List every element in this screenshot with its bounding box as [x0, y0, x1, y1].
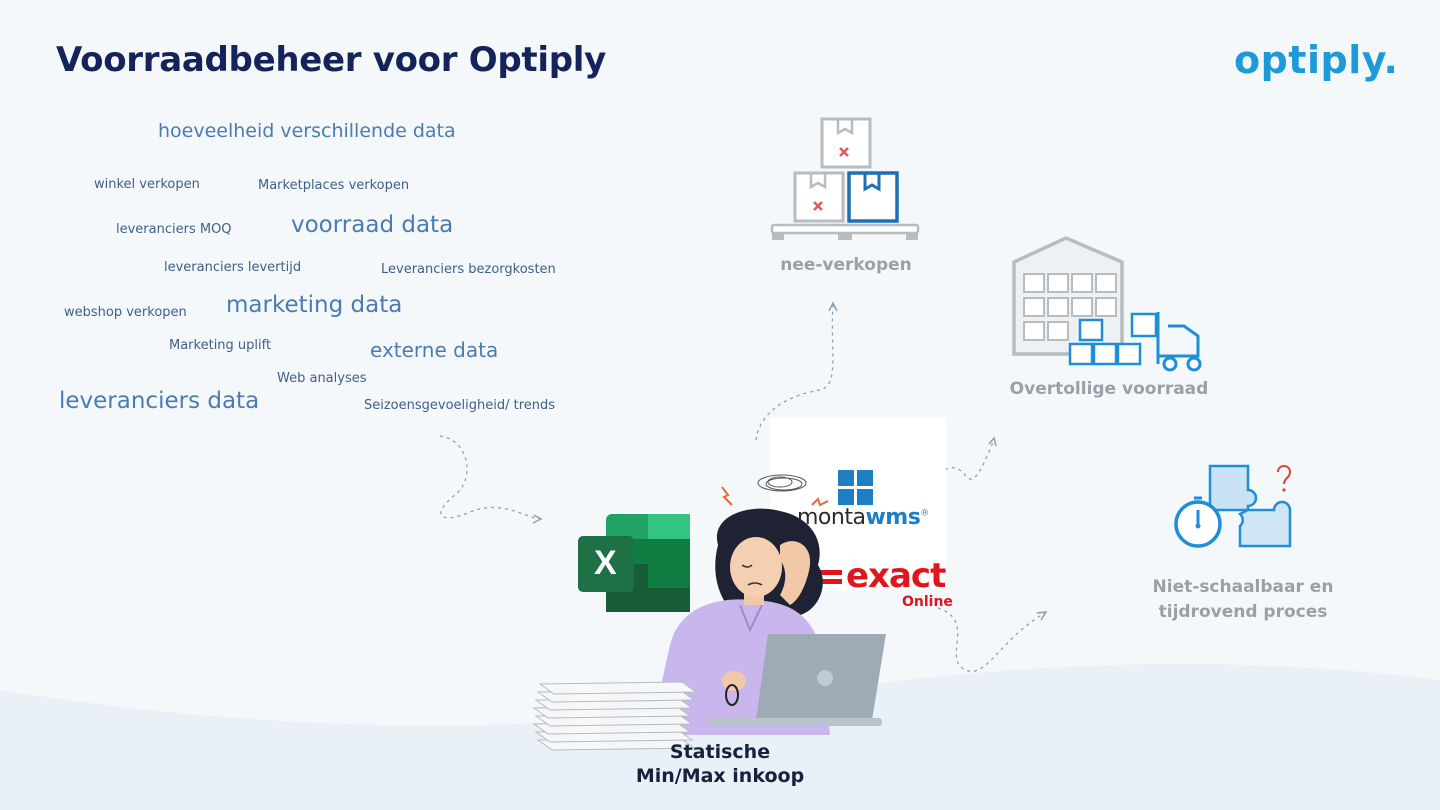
cloud-item: voorraad data — [291, 212, 454, 238]
cloud-item: Seizoensgevoeligheid/ trends — [364, 398, 556, 413]
cloud-item: Marketplaces verkopen — [258, 178, 410, 193]
montawms-logo-part2: wms — [865, 505, 921, 530]
cloud-item: Leveranciers bezorgkosten — [381, 262, 556, 277]
paper-stack-icon — [532, 681, 698, 751]
cloud-item: Marketing uplift — [169, 338, 272, 353]
page-title: Voorraadbeheer voor Optiply — [56, 40, 606, 80]
exact-online-label: Online — [902, 594, 953, 610]
label-statische: Statische — [669, 741, 771, 763]
cloud-item: leveranciers levertijd — [164, 260, 302, 275]
label-nee-verkopen: nee-verkopen — [780, 255, 912, 275]
excel-x-glyph: X — [594, 544, 617, 582]
cloud-item: hoeveelheid verschillende data — [158, 120, 456, 142]
cloud-item: leveranciers MOQ — [116, 222, 232, 237]
optiply-logo: optiply. — [1234, 38, 1399, 82]
laptop-icon — [708, 634, 886, 726]
excel-icon — [578, 514, 690, 612]
montawms-registered: ® — [920, 508, 929, 519]
stressed-person-illustration — [650, 508, 830, 735]
warehouse-forklift-icon — [1012, 236, 1202, 372]
label-overtollige-voorraad: Overtollige voorraad — [1009, 379, 1209, 399]
cloud-item: webshop verkopen — [64, 305, 187, 320]
exact-logo: exact — [846, 556, 946, 596]
montawms-logo: montawms® — [797, 505, 929, 530]
label-min-max-inkoop: Min/Max inkoop — [635, 765, 805, 787]
empty-boxes-icon — [770, 117, 920, 240]
cloud-item: leveranciers data — [59, 388, 260, 414]
monta-logo-icon — [838, 470, 873, 505]
cloud-item: marketing data — [226, 292, 403, 318]
puzzle-clock-icon — [1174, 464, 1292, 548]
cloud-item: Web analyses — [277, 371, 367, 386]
label-niet-schaalbaar-2: tijdrovend proces — [1158, 602, 1328, 622]
cloud-item: winkel verkopen — [94, 177, 200, 192]
cloud-item: externe data — [370, 338, 499, 362]
exact-equals-icon — [818, 570, 842, 584]
label-niet-schaalbaar-1: Niet-schaalbaar en — [1152, 577, 1334, 597]
stress-scribble-icon — [721, 474, 829, 507]
